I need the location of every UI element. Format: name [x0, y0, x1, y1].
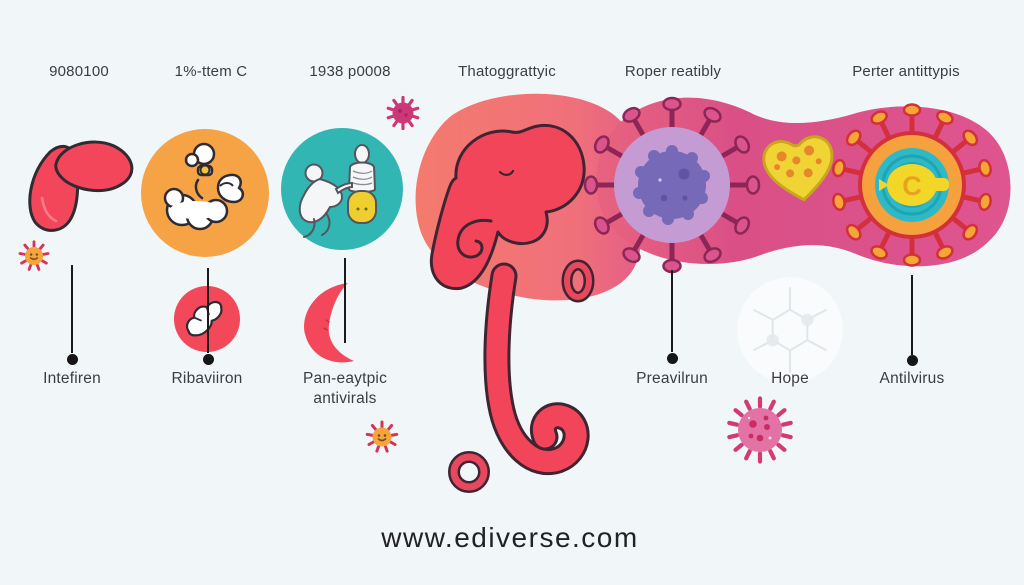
bottom-label-antivirus: Antilvirus — [879, 370, 945, 387]
virus-band: C — [568, 88, 1011, 280]
timeline-dot-1 — [66, 353, 78, 365]
spotted-heart-icon — [762, 135, 834, 202]
top-label-6: Perter antittypis — [852, 63, 960, 80]
bottom-label-pangenotypic-line1: Pan-eaytpic — [302, 370, 388, 387]
top-label-1: 9080100 — [49, 63, 109, 80]
top-label-3: 1938 p0008 — [309, 63, 391, 80]
liver-tail-blob-icon — [415, 93, 643, 493]
patient-exam-icon — [281, 128, 403, 250]
geodesic-sphere-icon — [737, 277, 843, 383]
circle-ring-icon — [448, 451, 490, 493]
smiley-virus-icon — [365, 420, 399, 453]
timeline-dot-5 — [906, 354, 918, 366]
timeline-dot-4 — [666, 352, 678, 364]
oval-ring-icon — [561, 259, 595, 303]
bottom-label-ribavirin: Ribaviiron — [171, 370, 243, 387]
timeline-line-3 — [344, 258, 346, 343]
top-label-2: 1%-ttem C — [174, 63, 248, 80]
bottom-label-pangenotypic-line2: antivirals — [313, 390, 377, 407]
bottom-label-previrun: Preavilrun — [636, 370, 708, 387]
pink-virus-icon — [722, 392, 798, 468]
top-label-5: Roper reatibly — [624, 63, 722, 80]
antivirus-virus-icon: C — [832, 105, 992, 266]
timeline-line-2 — [207, 268, 209, 353]
virus-center-letter: C — [902, 171, 922, 201]
smiley-virus-icon — [18, 240, 50, 271]
website-url: www.ediverse.com — [381, 522, 639, 553]
strength-cloud-icon — [141, 129, 269, 257]
liver-icon — [28, 140, 134, 232]
top-label-4: Thatoggrattyic — [458, 63, 556, 80]
crescent-icon — [304, 283, 354, 363]
magenta-virus-icon — [386, 95, 420, 131]
timeline-dot-2 — [202, 353, 214, 365]
purple-virus-icon — [585, 98, 759, 272]
timeline-line-4 — [671, 270, 673, 352]
bottom-label-interferon: Intefiren — [43, 370, 101, 387]
timeline-line-1 — [71, 265, 73, 353]
timeline-line-5 — [911, 275, 913, 355]
bottom-label-hope: Hope — [771, 370, 809, 387]
